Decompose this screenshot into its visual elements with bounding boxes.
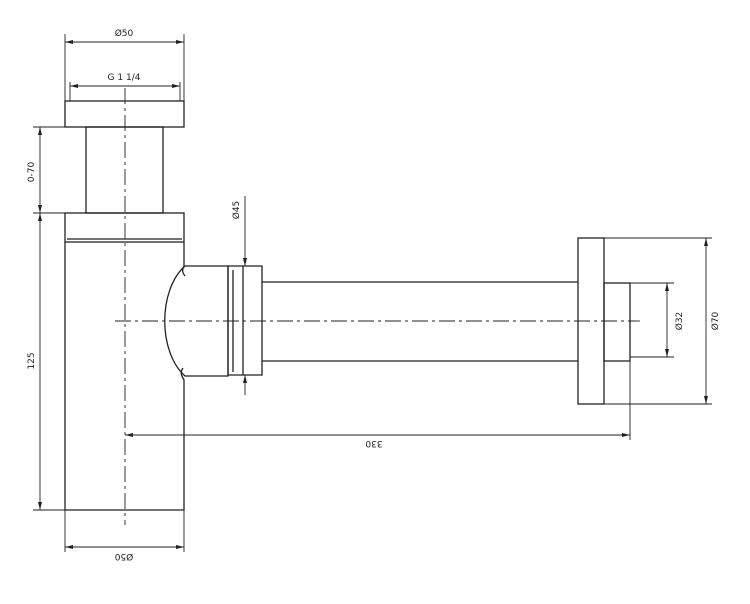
dim-horizontal-length: 330 [125, 361, 631, 448]
dim-bottom-diameter: Ø50 [64, 510, 185, 562]
dim-body-height: 125 [27, 213, 65, 511]
horizontal-pipe [262, 281, 578, 362]
horizontal-length-label: 330 [365, 438, 382, 448]
top-diameter-label: Ø50 [115, 28, 134, 39]
body-height-label: 125 [27, 352, 37, 369]
siphon-body [64, 100, 186, 511]
thread-label: G 1 1/4 [108, 73, 141, 83]
bottom-diameter-label: Ø50 [114, 551, 133, 562]
top-cap [64, 100, 185, 128]
outlet-nut [227, 265, 263, 376]
dim-outlet-diameter: Ø45 [231, 196, 247, 395]
flange-diameter-label: Ø70 [710, 311, 721, 330]
dim-flange-diameter: Ø70 [604, 237, 721, 405]
dim-top-diameter: Ø50 [64, 28, 185, 101]
outlet-diameter-label: Ø45 [231, 201, 242, 220]
adjustable-tube [85, 126, 164, 214]
pipe-diameter-label: Ø32 [674, 312, 685, 331]
outlet-bulge [164, 265, 229, 377]
height-range-label: 0-70 [27, 162, 37, 183]
coupling-nut [64, 212, 185, 243]
wall-flange [577, 237, 631, 405]
dim-thread: G 1 1/4 [69, 73, 181, 101]
dim-pipe-diameter: Ø32 [630, 282, 685, 358]
flange-stub [603, 282, 631, 362]
dim-height-range: 0-70 [27, 126, 86, 214]
body-shell [64, 242, 186, 511]
outlet-connection [164, 265, 263, 377]
